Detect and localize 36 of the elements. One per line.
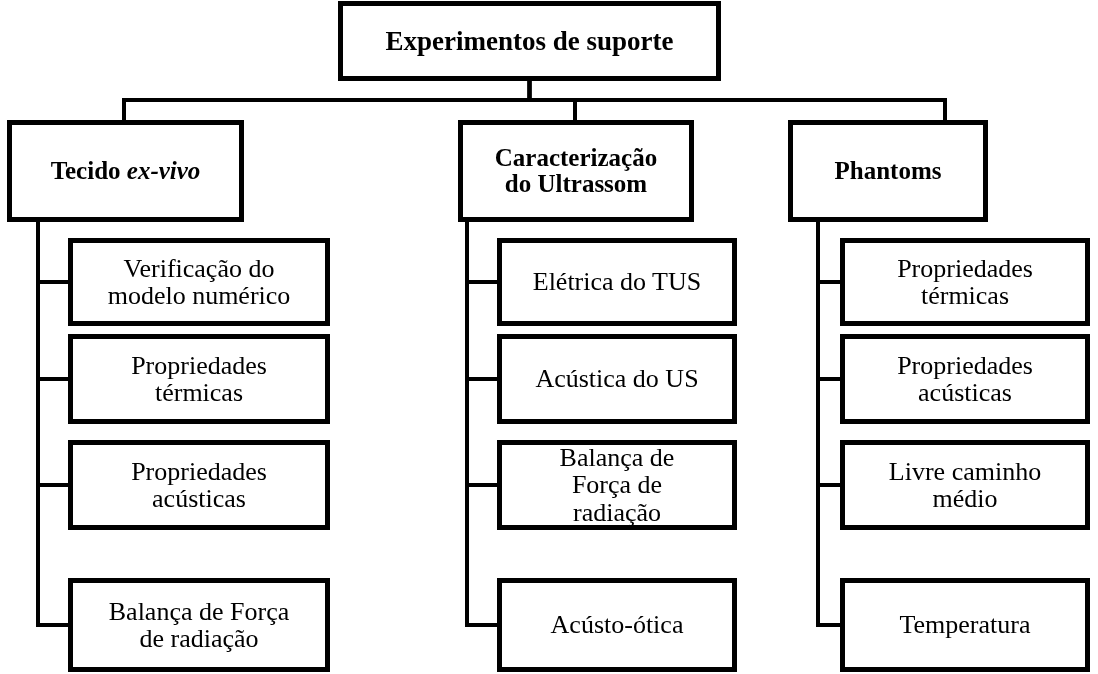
item-box <box>497 440 737 530</box>
box-label: Phantoms <box>834 157 942 185</box>
item-box <box>497 578 737 672</box>
box-label: Acústica do US <box>535 365 699 393</box>
root-box <box>338 1 721 81</box>
item-box <box>68 578 330 672</box>
connector-line <box>816 222 840 627</box>
box-label: Balança de Força de radiação <box>107 597 291 653</box>
category-box <box>7 120 244 222</box>
box-label: Acústo-ótica <box>550 611 684 639</box>
item-box <box>497 238 737 326</box>
box-label: Elétrica do TUS <box>532 268 702 296</box>
box-label: Propriedades acústicas <box>896 351 1034 407</box>
category-box <box>458 120 694 222</box>
item-box <box>840 440 1090 530</box>
box-label: Balança de Força de radiação <box>558 444 676 526</box>
item-box <box>68 238 330 326</box>
connector-line <box>527 81 947 120</box>
box-label: Propriedades acústicas <box>130 457 268 513</box>
item-box <box>68 440 330 530</box>
box-label: Verificação do modelo numérico <box>106 254 292 310</box>
box-label: Livre caminho médio <box>887 457 1043 513</box>
connector-line <box>36 222 68 627</box>
box-label: Experimentos de suporte <box>385 26 674 56</box>
item-box <box>840 578 1090 672</box>
item-box <box>840 238 1090 326</box>
category-box <box>788 120 988 222</box>
item-box <box>68 334 330 424</box>
box-label: Propriedades térmicas <box>896 254 1034 310</box>
connector-line <box>465 222 497 627</box>
item-box <box>840 334 1090 424</box>
box-label: Propriedades térmicas <box>130 351 268 407</box>
item-box <box>497 334 737 424</box>
box-label: Temperatura <box>899 611 1031 639</box>
box-label: Caracterização do Ultrassom <box>493 144 659 198</box>
box-label: Tecido ex-vivo <box>50 157 201 185</box>
